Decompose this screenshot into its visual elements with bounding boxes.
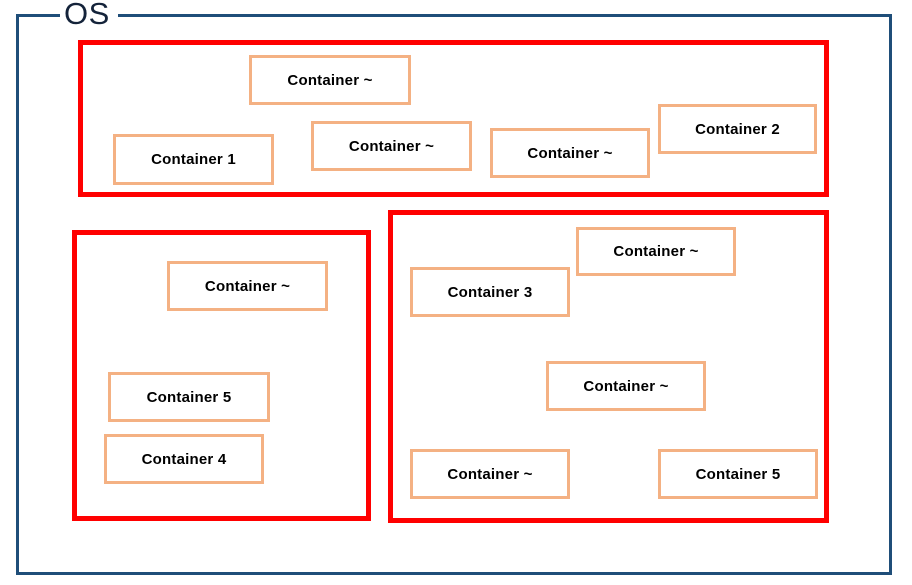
os-boundary-frame <box>16 14 892 575</box>
container-label: Container ~ <box>204 277 291 295</box>
container-box[interactable]: Container 5 <box>658 449 818 499</box>
container-box[interactable]: Container 2 <box>658 104 817 154</box>
container-label: Container ~ <box>287 71 373 89</box>
container-label: Container 1 <box>151 151 236 168</box>
container-box[interactable]: Container ~ <box>576 227 736 276</box>
container-label: Container ~ <box>613 243 699 260</box>
group-box-top <box>78 40 829 197</box>
container-label: Container 5 <box>695 465 781 483</box>
container-label: Container 4 <box>141 450 227 468</box>
container-box[interactable]: Container ~ <box>249 55 411 105</box>
container-label: Container ~ <box>348 137 435 155</box>
container-label: Container 5 <box>146 388 232 406</box>
container-box[interactable]: Container ~ <box>546 361 706 411</box>
container-box[interactable]: Container 3 <box>410 267 570 317</box>
group-box-bottom-left <box>72 230 371 521</box>
container-box[interactable]: Container ~ <box>490 128 650 178</box>
container-box[interactable]: Container 5 <box>108 372 270 422</box>
os-title-label: OS <box>64 0 110 31</box>
container-box[interactable]: Container ~ <box>167 261 328 311</box>
group-box-bottom-right <box>388 210 829 523</box>
container-label: Container ~ <box>527 144 613 162</box>
container-box[interactable]: Container 1 <box>113 134 274 185</box>
container-label: Container 2 <box>695 120 780 138</box>
container-label: Container ~ <box>447 465 533 483</box>
container-box[interactable]: Container ~ <box>410 449 570 499</box>
container-box[interactable]: Container ~ <box>311 121 472 171</box>
os-label-notch <box>60 8 118 22</box>
container-box[interactable]: Container 4 <box>104 434 264 484</box>
container-label: Container ~ <box>583 377 669 395</box>
container-label: Container 3 <box>447 283 533 301</box>
